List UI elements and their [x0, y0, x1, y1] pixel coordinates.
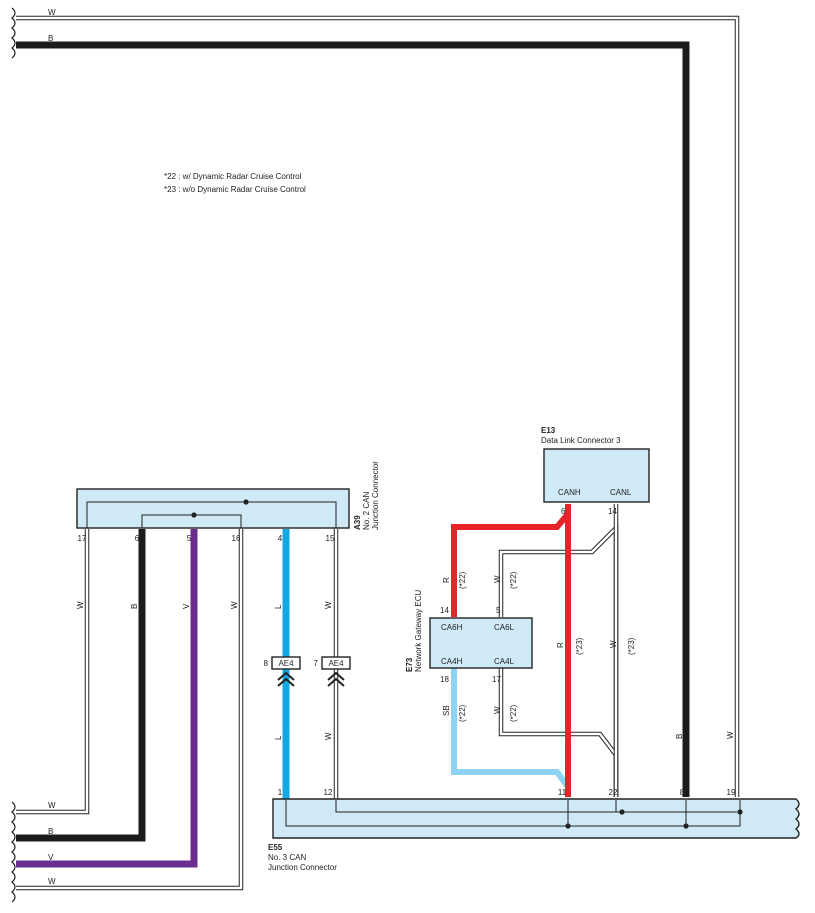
e55-pin: 1: [278, 788, 283, 797]
wire-label: B: [130, 604, 139, 609]
e73-id: E73: [405, 657, 414, 672]
a39-pin: 5: [187, 534, 192, 543]
e73-pin: 18: [440, 675, 449, 684]
wire-label: W: [324, 601, 333, 609]
wire-label: W: [48, 8, 56, 17]
wire-break-marks: [11, 7, 16, 903]
wire-label: (*23): [627, 637, 636, 655]
e13-pin: 6: [561, 507, 566, 516]
wire-label: V: [48, 853, 54, 862]
a39-pin: 17: [78, 534, 87, 543]
wire-labels: W B W B V W W B V W L W L W R (*22) W (*…: [48, 8, 735, 886]
wire-label: L: [274, 735, 283, 740]
e73-body: [429, 617, 533, 669]
ae4-chevron-left: [277, 671, 295, 687]
e55-pin: 8: [680, 788, 685, 797]
wire-ca6h-r: [451, 512, 571, 617]
wire-label: W: [230, 601, 239, 609]
e73-pin: 5: [496, 606, 501, 615]
wire-label: W: [48, 877, 56, 886]
e13-id: E13: [541, 426, 556, 435]
splice-dot: [619, 809, 625, 815]
wire-label: L: [274, 604, 283, 609]
splice-dot: [565, 823, 571, 829]
a39-pin: 6: [135, 534, 140, 543]
wire-label: W: [76, 601, 85, 609]
e55-pin: 22: [609, 788, 618, 797]
wire-label: W: [493, 706, 502, 714]
ae4-pin-left: 8: [264, 659, 269, 668]
connector-e73: CA6H CA6L CA4H CA4L 14 5 18 17 E73 Netwo…: [405, 590, 533, 684]
a39-pin: 16: [232, 534, 241, 543]
e73-pin: 17: [492, 675, 501, 684]
ae4-chevron-right: [327, 671, 345, 687]
wire-top-b: [16, 41, 690, 797]
e55-pin: 19: [727, 788, 736, 797]
note-line: *23 : w/o Dynamic Radar Cruise Control: [164, 185, 306, 194]
e73-terminal-ca6l: CA6L: [494, 623, 515, 632]
ae4-label-right: AE4: [328, 659, 344, 668]
wire-label: R: [556, 642, 565, 648]
wire-a39-6: [16, 529, 146, 842]
note-line: *22 : w/ Dynamic Radar Cruise Control: [164, 172, 302, 181]
e55-pin: 12: [324, 788, 333, 797]
connector-e13: E13 Data Link Connector 3 CANH CANL 6 14: [541, 426, 650, 516]
a39-pin: 4: [278, 534, 283, 543]
a39-name-line1: No. 2 CAN: [362, 492, 371, 530]
e73-terminal-ca6h: CA6H: [441, 623, 463, 632]
wire-label: W: [726, 731, 735, 739]
wire-a39-17: [16, 529, 90, 815]
wire-label: (*22): [509, 571, 518, 589]
splice-dot: [243, 499, 249, 505]
wire-label: (*22): [458, 704, 467, 722]
connector-e55: 1 12 11 22 8 19 E55 No. 3 CAN Junction C…: [268, 788, 800, 872]
wire-label: W: [609, 640, 618, 648]
a39-id: A39: [353, 515, 362, 530]
ae4-label-left: AE4: [278, 659, 294, 668]
wire-label: (*22): [509, 704, 518, 722]
e13-pin: 14: [608, 507, 617, 516]
a39-name-line2: Junction Connector: [371, 461, 380, 530]
wire-label: (*23): [575, 637, 584, 655]
connector-a39-body: [76, 488, 350, 529]
ae4-box-right: [321, 656, 351, 670]
connector-ae4: AE4 AE4 8 7: [264, 656, 351, 687]
e73-terminal-ca4h: CA4H: [441, 657, 463, 666]
e73-name: Network Gateway ECU: [414, 590, 423, 672]
e13-body: [543, 448, 650, 503]
wire-label: R: [442, 577, 451, 583]
e73-pin: 14: [440, 606, 449, 615]
wire-label: B: [48, 34, 53, 43]
wire-top-w: [16, 15, 740, 797]
e55-body: [272, 798, 800, 839]
wires: [16, 15, 740, 891]
e13-terminal-canl: CANL: [610, 488, 632, 497]
wire-top-w-core: [16, 16, 739, 797]
ae4-box-left: [271, 656, 301, 670]
wire-label: B: [675, 734, 684, 739]
e73-terminal-ca4l: CA4L: [494, 657, 515, 666]
wire-label: V: [182, 603, 191, 609]
e55-id: E55: [268, 843, 283, 852]
wire-label: SB: [442, 705, 451, 716]
splice-dot: [683, 823, 689, 829]
wire-a39-5: [16, 529, 198, 868]
wire-label: W: [48, 801, 56, 810]
a39-pin: 15: [326, 534, 335, 543]
connector-a39: 17 6 5 16 4 15 A39 No. 2 CAN Junction Co…: [76, 461, 380, 543]
splice-dot: [737, 809, 743, 815]
e13-terminal-canh: CANH: [558, 488, 581, 497]
wire-label: B: [48, 827, 53, 836]
splice-dot: [191, 512, 197, 518]
wire-label: (*22): [458, 571, 467, 589]
wire-label: W: [493, 575, 502, 583]
e55-name-line2: Junction Connector: [268, 863, 337, 872]
e55-name-line1: No. 3 CAN: [268, 853, 306, 862]
e13-name: Data Link Connector 3: [541, 436, 621, 445]
ae4-pin-right: 7: [314, 659, 319, 668]
wire-label: W: [324, 732, 333, 740]
e55-pin: 11: [558, 788, 567, 797]
